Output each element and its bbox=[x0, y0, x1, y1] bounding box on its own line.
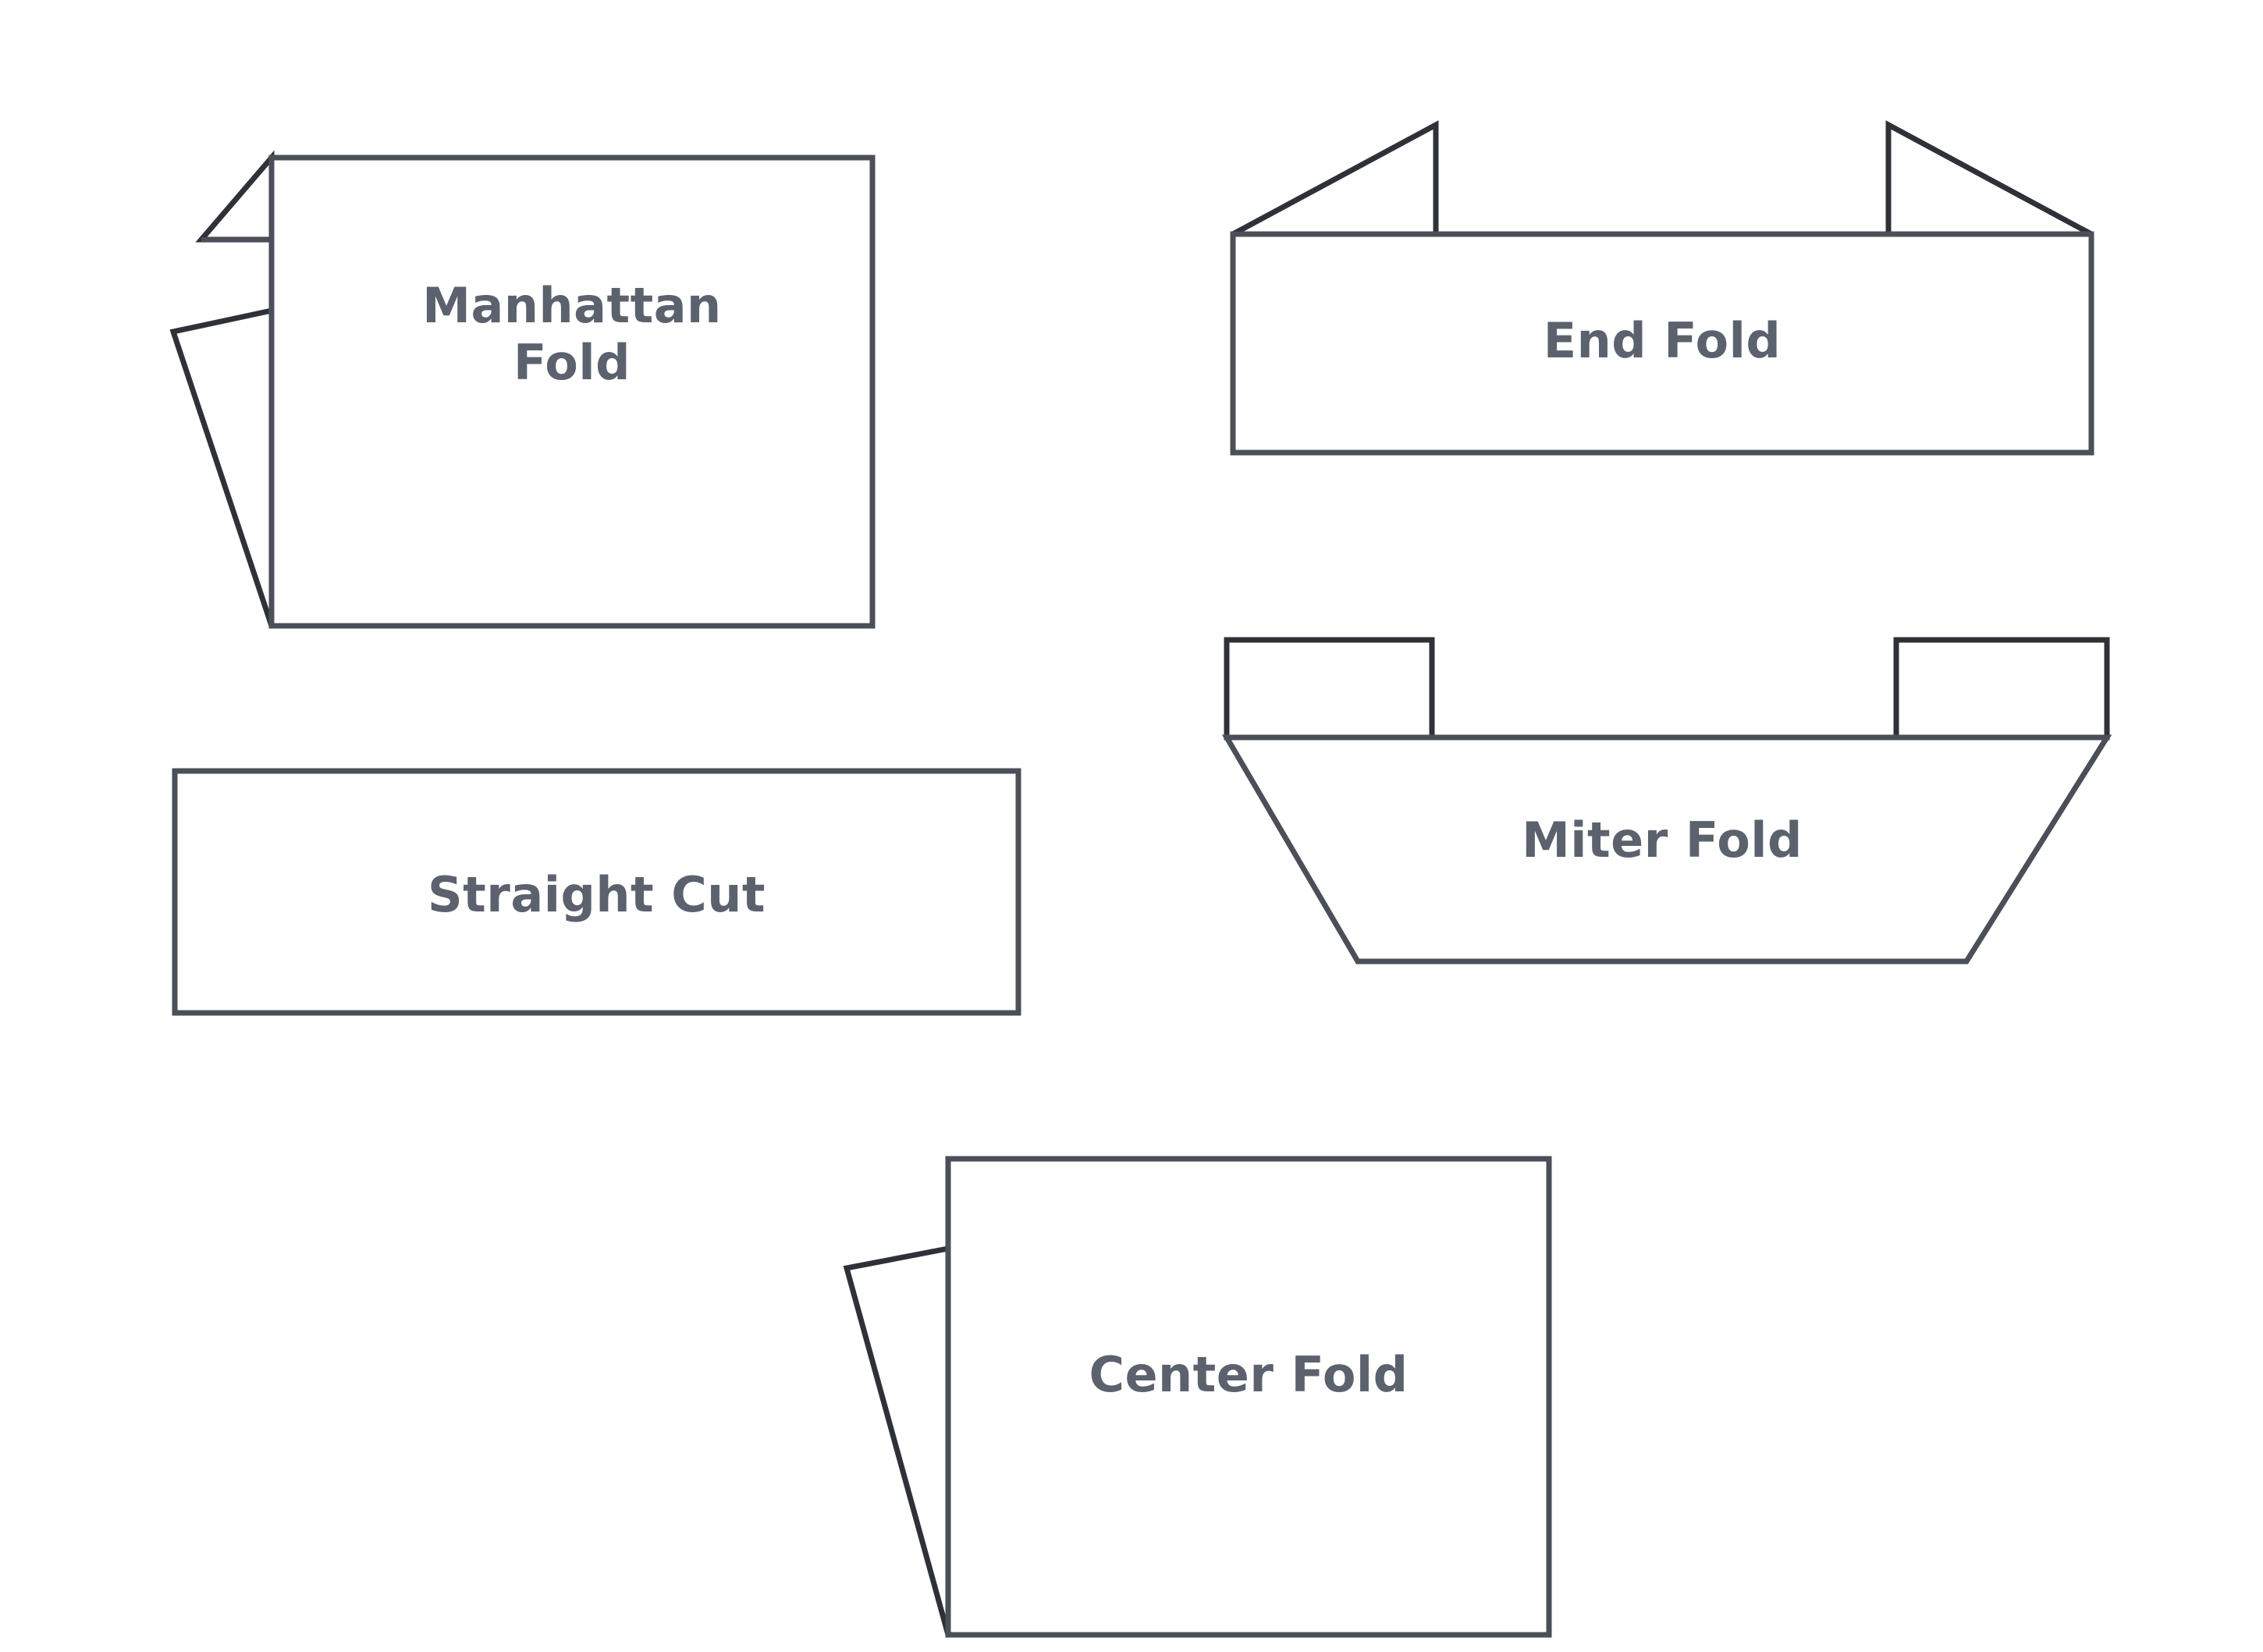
manhattan-fold-body bbox=[268, 155, 876, 629]
manhattan-fold-shape[interactable] bbox=[169, 150, 876, 629]
end-fold-label: End Fold bbox=[1543, 312, 1782, 369]
miter-fold-shape[interactable] bbox=[1221, 637, 2112, 965]
end-fold-left-triangle-flap-icon bbox=[1231, 120, 1439, 237]
end-fold-right-triangle-flap-icon bbox=[1885, 120, 2093, 237]
manhattan-lower-tapered-flap-icon bbox=[169, 307, 275, 627]
straight-cut-shape[interactable] bbox=[172, 768, 1021, 1016]
manhattan-fold-label: Manhattan Fold bbox=[422, 277, 722, 392]
miter-fold-label: Miter Fold bbox=[1522, 812, 1803, 869]
miter-fold-body bbox=[1221, 734, 2112, 965]
center-fold-label: Center Fold bbox=[1089, 1346, 1409, 1403]
end-fold-body bbox=[1230, 231, 2094, 456]
manhattan-upper-triangle-flap-icon bbox=[195, 150, 275, 243]
straight-cut-label: Straight Cut bbox=[428, 866, 766, 923]
miter-fold-left-tab-icon bbox=[1224, 637, 1435, 741]
miter-fold-right-tab-icon bbox=[1893, 637, 2110, 741]
center-fold-body bbox=[945, 1156, 1552, 1638]
straight-cut-body bbox=[172, 768, 1021, 1016]
center-fold-shape[interactable] bbox=[843, 1156, 1552, 1638]
end-fold-shape[interactable] bbox=[1230, 120, 2094, 456]
center-fold-left-tapered-flap-icon bbox=[843, 1245, 951, 1636]
